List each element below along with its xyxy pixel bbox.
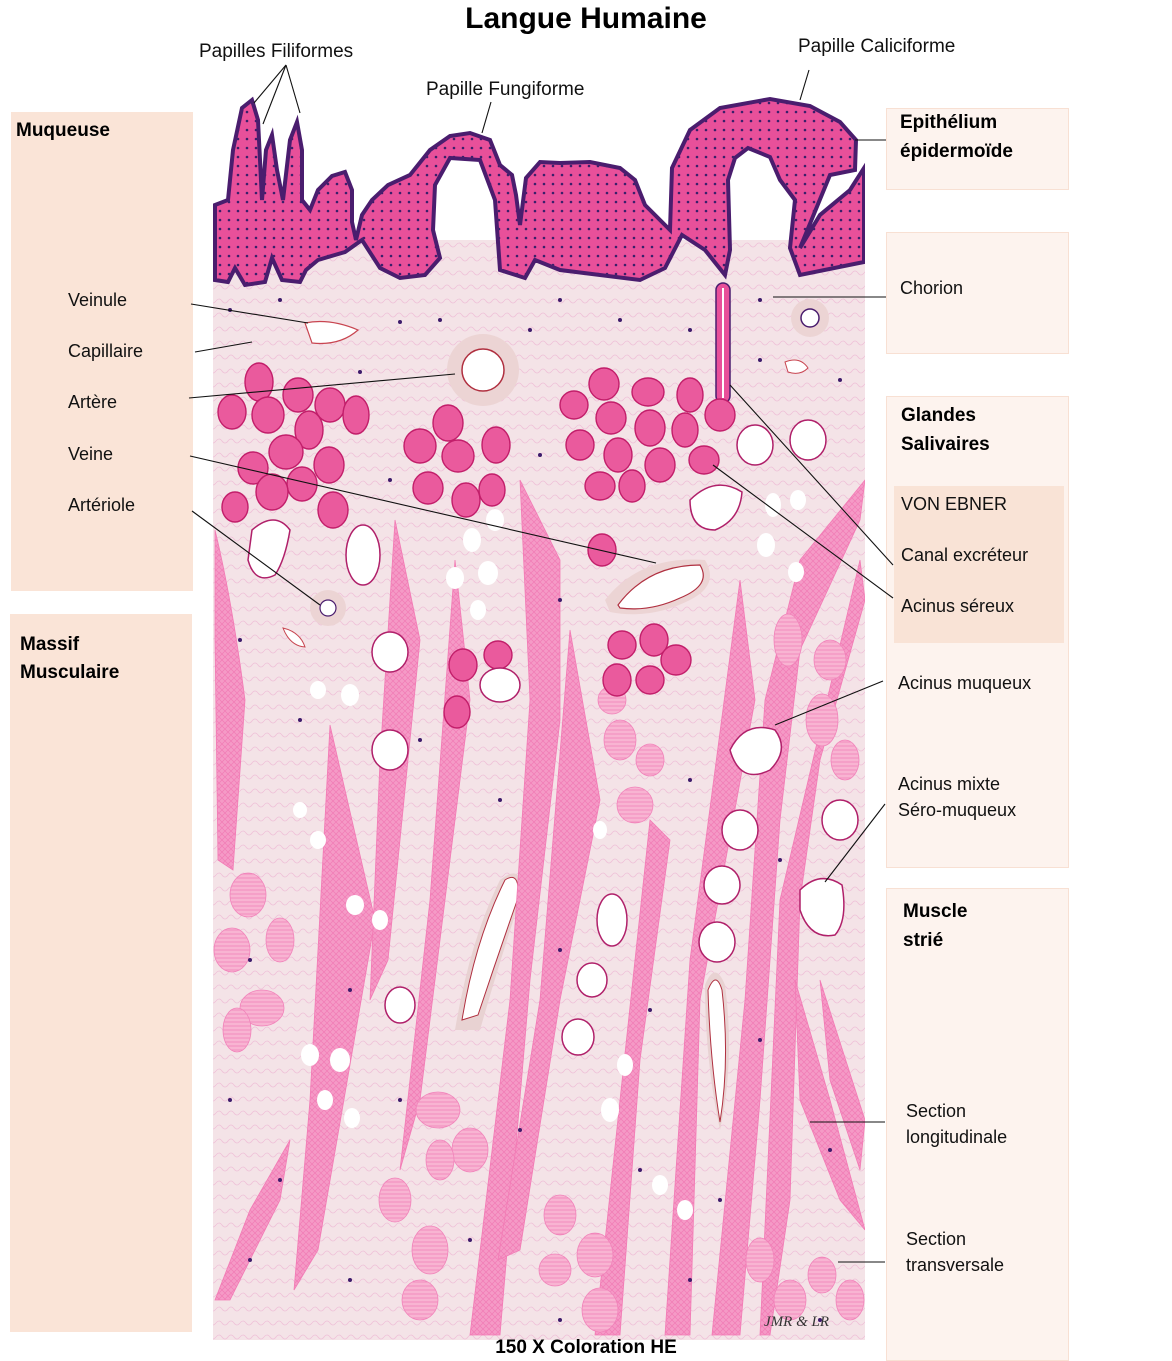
glandes-heading-2: Salivaires (901, 434, 990, 455)
muscle-heading-1: Muscle (903, 901, 968, 922)
arteriole-shape (319, 599, 337, 617)
label-acinus-muqueux: Acinus muqueux (898, 673, 1032, 693)
epithelium-surface (213, 96, 865, 288)
label-artere: Artère (68, 392, 118, 412)
magnification-caption: 150 X Coloration HE (495, 1337, 677, 1358)
label-veinule: Veinule (68, 290, 128, 310)
epithelium-heading-2: épidermoïde (900, 141, 1013, 162)
label-acinus-mixte-1: Acinus mixte (898, 774, 1001, 794)
nuclei (228, 298, 842, 1322)
label-chorion: Chorion (900, 278, 964, 298)
von-ebner-box (894, 486, 1064, 643)
label-papille-caliciforme: Papille Caliciforme (798, 36, 956, 57)
tongue-histology-illustration (213, 95, 865, 1340)
label-section-long-2: longitudinale (906, 1127, 1008, 1147)
label-section-trans-2: transversale (906, 1255, 1005, 1275)
massif-heading-1: Massif (20, 634, 80, 655)
muqueuse-heading: Muqueuse (16, 120, 110, 141)
label-arteriole: Artériole (68, 495, 136, 515)
artere-lumen (461, 348, 505, 392)
label-capillaire: Capillaire (68, 341, 144, 361)
author-signature: JMR & LR (764, 1314, 829, 1330)
chorion-box (886, 232, 1069, 354)
label-acinus-sereux: Acinus séreux (901, 596, 1015, 616)
muqueuse-box (11, 112, 193, 591)
label-papilles-filiformes: Papilles Filiformes (199, 41, 354, 62)
epithelium-heading-1: Epithélium (900, 112, 998, 133)
glandes-heading-1: Glandes (901, 405, 976, 426)
massif-heading-2: Musculaire (20, 662, 120, 683)
label-papille-fungiforme: Papille Fungiforme (426, 79, 585, 100)
massif-musculaire-box (10, 614, 192, 1332)
veine-lumen (617, 564, 704, 610)
muscle-heading-2: strié (903, 930, 944, 951)
label-canal-excreteur: Canal excréteur (901, 545, 1029, 565)
label-section-trans-1: Section (906, 1229, 967, 1249)
epithelium-box (886, 108, 1069, 190)
label-section-long-1: Section (906, 1101, 967, 1121)
label-von-ebner: VON EBNER (901, 494, 1008, 514)
label-acinus-mixte-2: Séro-muqueux (898, 800, 1017, 820)
veinule-shape (304, 320, 360, 345)
page-title: Langue Humaine (465, 2, 707, 35)
label-veine: Veine (68, 444, 114, 464)
